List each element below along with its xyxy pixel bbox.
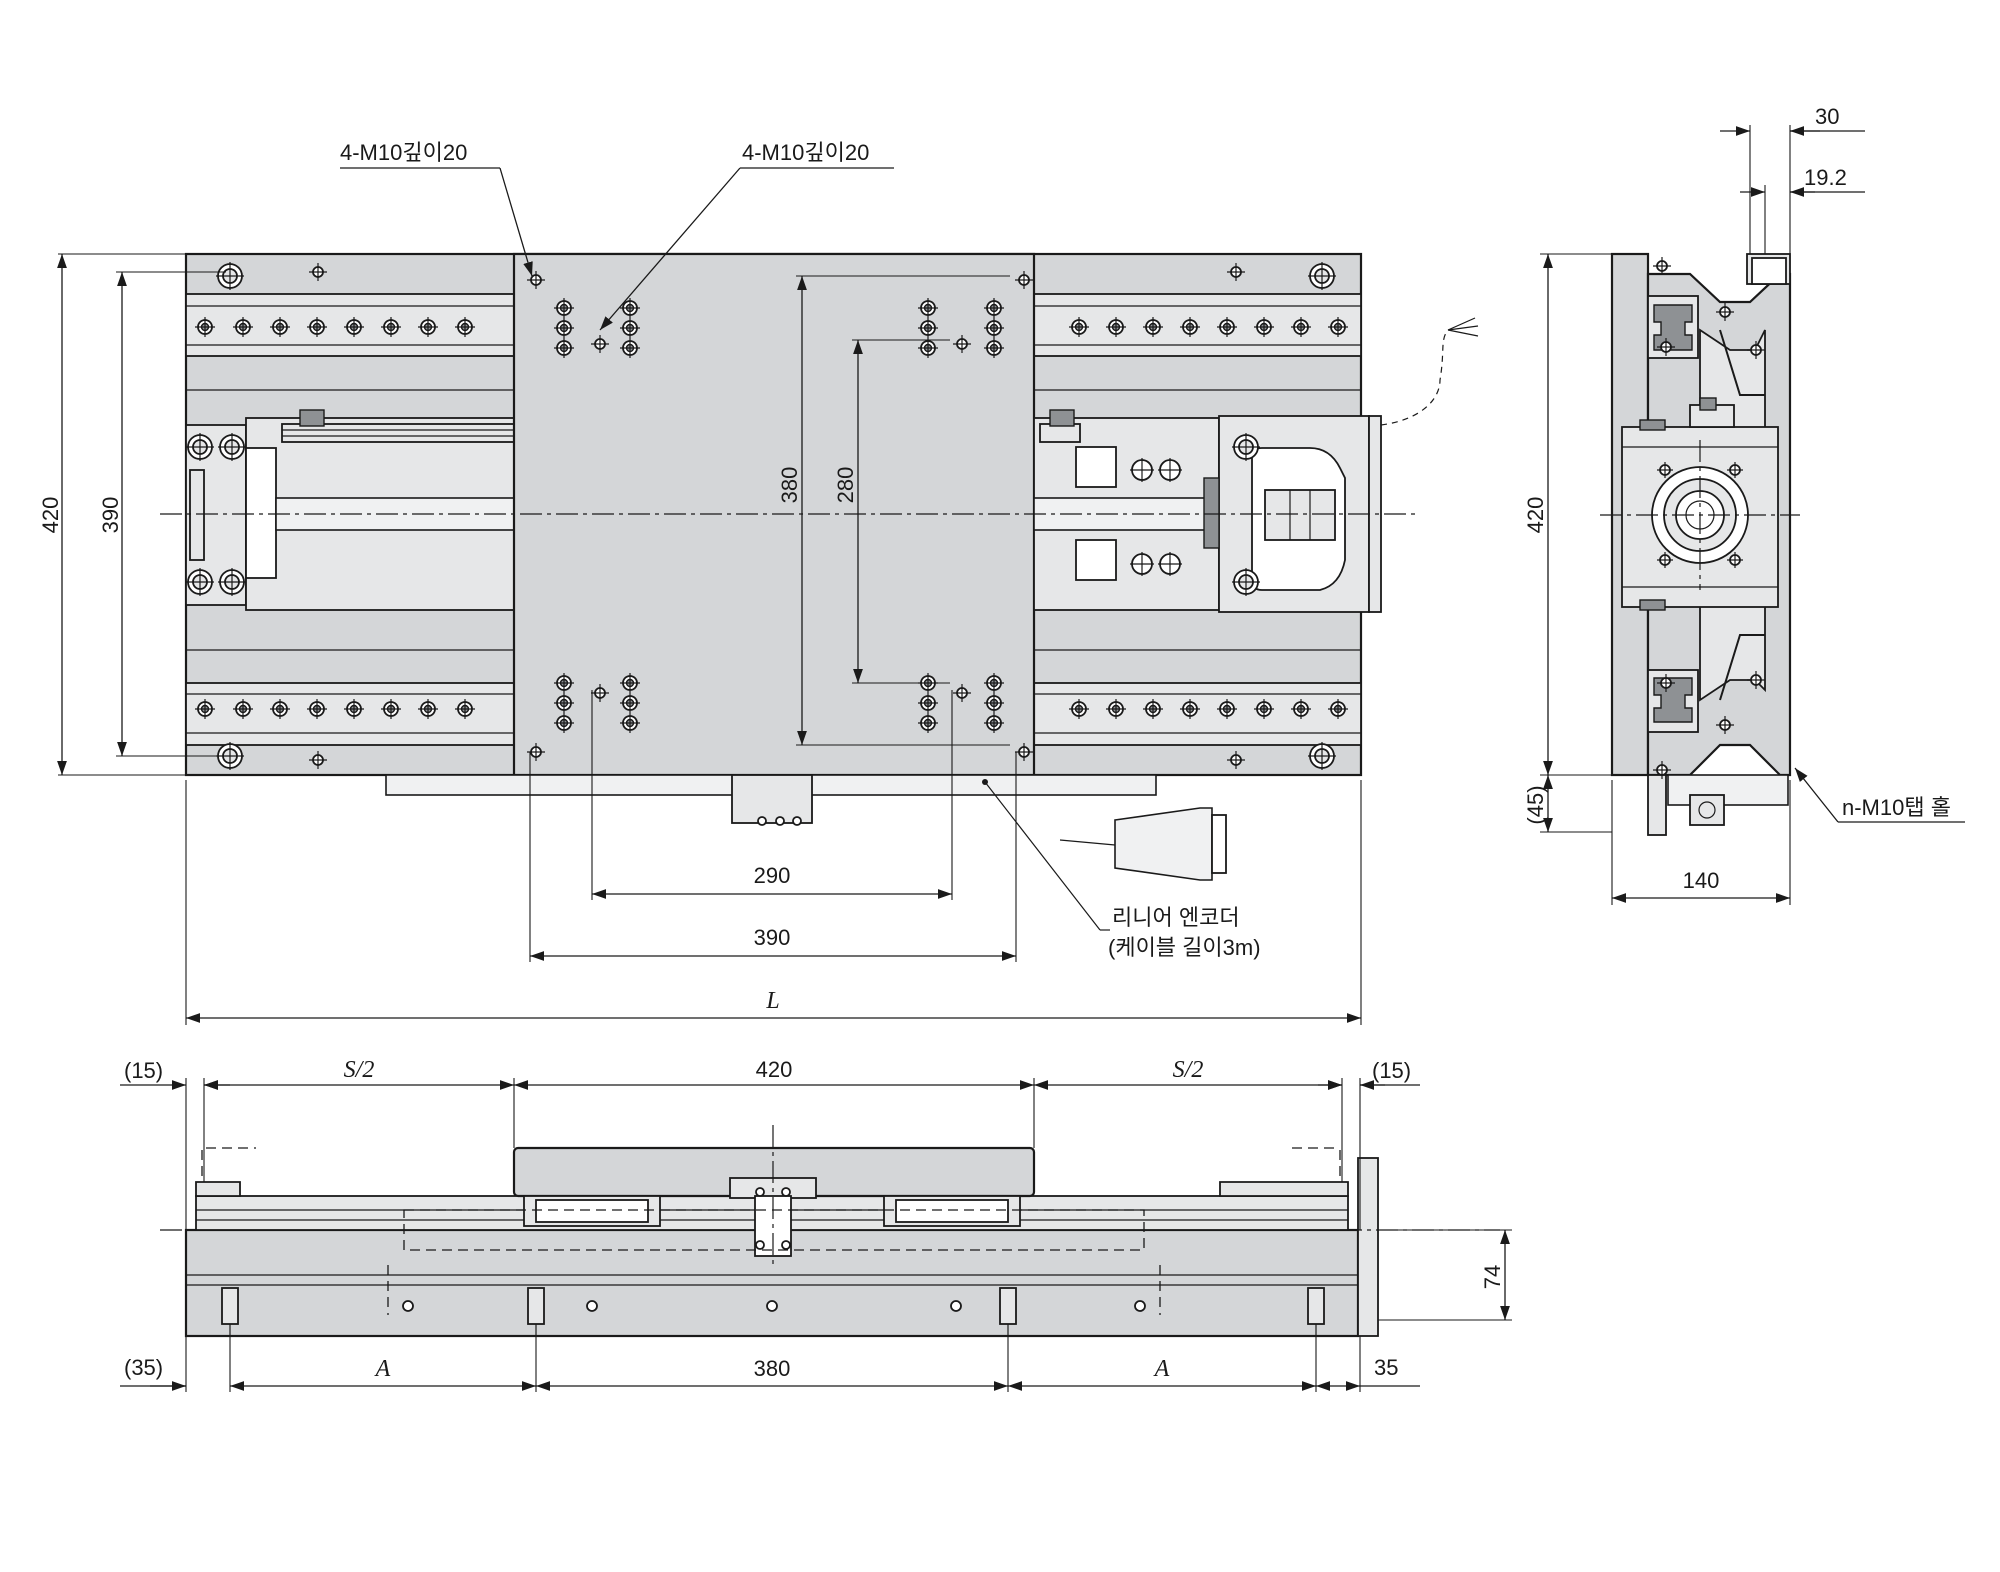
front-hole — [950, 1300, 962, 1312]
dim-front-35-left: (35) — [124, 1355, 163, 1380]
label-encoder-1: 리니어 엔코더 — [1112, 905, 1240, 930]
front-hole — [1134, 1300, 1146, 1312]
front-motor-plate — [1357, 1157, 1379, 1337]
front-mount-bolt — [999, 1287, 1017, 1325]
dim-front-35-right: 35 — [1374, 1355, 1398, 1380]
dim-overall-L: L — [765, 988, 779, 1014]
dim-side-420: 420 — [1523, 497, 1548, 534]
front-mount-bolt — [221, 1287, 239, 1325]
side-view: 30 19.2 420 (45) 140 n-M10탭 홀 — [1523, 104, 1965, 905]
front-view: (15) S/2 420 S/2 (15) 74 (35) A 380 A — [120, 1057, 1512, 1392]
front-hole — [766, 1300, 778, 1312]
dim-420-outer: 420 — [38, 497, 63, 534]
dim-290: 290 — [754, 863, 791, 888]
dim-380-table: 380 — [777, 467, 802, 504]
front-mount-bolt — [527, 1287, 545, 1325]
dim-front-420: 420 — [756, 1057, 793, 1082]
dim-front-s2-right: S/2 — [1173, 1057, 1204, 1083]
dim-side-19-2: 19.2 — [1804, 165, 1847, 190]
dim-front-s2-left: S/2 — [344, 1057, 375, 1083]
dim-side-45: (45) — [1523, 785, 1548, 824]
dim-280-table: 280 — [833, 467, 858, 504]
dim-390-bottom: 390 — [754, 925, 791, 950]
dim-front-A-left: A — [374, 1356, 391, 1382]
dim-front-380: 380 — [754, 1356, 791, 1381]
label-side-tap: n-M10탭 홀 — [1842, 795, 1951, 820]
dim-390-inner: 390 — [98, 497, 123, 534]
front-mount-bolt — [1307, 1287, 1325, 1325]
encoder-reader-head — [731, 774, 813, 824]
front-hole — [402, 1300, 414, 1312]
motor-cable — [1380, 329, 1449, 426]
dim-front-15-right: (15) — [1372, 1058, 1411, 1083]
dim-side-140: 140 — [1683, 868, 1720, 893]
side-encoder-block — [1667, 774, 1789, 806]
dim-side-30: 30 — [1815, 104, 1839, 129]
encoder-connector — [1114, 807, 1213, 881]
label-encoder-2: (케이블 길이3m) — [1108, 935, 1261, 960]
front-hole — [586, 1300, 598, 1312]
label-tap-center: 4-M10깊이20 — [742, 140, 869, 165]
label-tap-left: 4-M10깊이20 — [340, 140, 467, 165]
top-view: 420 390 380 280 290 390 L 4-M10깊이20 4-M1… — [38, 140, 1479, 1025]
dim-front-74: 74 — [1480, 1265, 1505, 1289]
dim-front-15-left: (15) — [124, 1058, 163, 1083]
dim-front-A-right: A — [1153, 1356, 1170, 1382]
